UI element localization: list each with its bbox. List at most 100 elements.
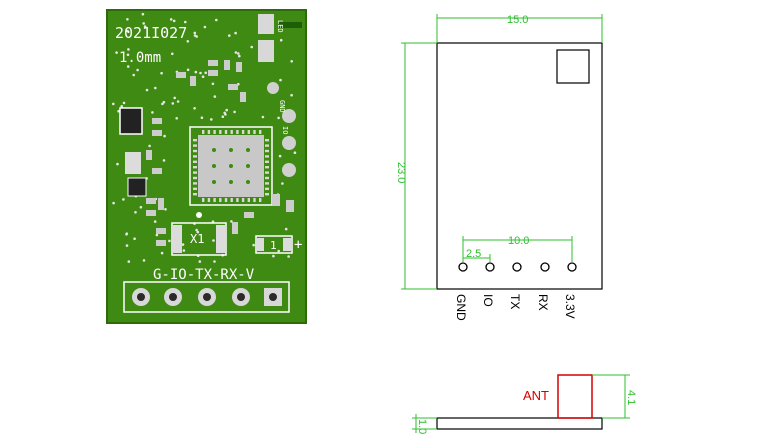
- via: [213, 95, 217, 98]
- via: [181, 243, 185, 246]
- via: [112, 102, 115, 106]
- chip-pin: [265, 144, 269, 147]
- inductor-left: [119, 107, 143, 135]
- pin-label-io: IO: [481, 294, 495, 307]
- via: [162, 100, 166, 104]
- pin-header-label: G-IO-TX-RX-V: [153, 267, 255, 283]
- led-pad-1: [256, 238, 264, 251]
- chip-pin: [202, 198, 205, 202]
- via: [142, 22, 145, 25]
- via: [186, 40, 190, 43]
- via: [200, 116, 204, 119]
- pcb-board: LED 2021I027 1.0mm GND IO: [106, 9, 307, 324]
- via: [212, 239, 215, 242]
- via: [195, 228, 198, 232]
- antenna-pad-1: [258, 14, 274, 34]
- via: [213, 260, 216, 263]
- chip-pin: [193, 139, 197, 142]
- chip-pin: [219, 198, 222, 202]
- chip-pins: [193, 130, 269, 202]
- chip-pin: [265, 193, 269, 196]
- chip-pin: [207, 130, 211, 134]
- chip-pin: [193, 160, 197, 163]
- pin1-marker: [196, 212, 202, 218]
- chip-pin: [241, 130, 245, 134]
- chip-pin: [193, 193, 197, 196]
- via: [198, 260, 202, 263]
- pin-hole-tx: [512, 262, 522, 272]
- via: [172, 19, 176, 23]
- chip-pin: [193, 166, 197, 169]
- pcb-thickness: 1.0mm: [119, 50, 161, 66]
- led-plus-label: +: [294, 237, 302, 253]
- passive-cluster-right: [156, 194, 294, 246]
- pin-span-dim-label: 10.0: [508, 235, 529, 247]
- via: [127, 48, 130, 51]
- chip-pin: [265, 166, 269, 169]
- via: [221, 115, 225, 118]
- side-mark-gnd: GND: [278, 100, 286, 113]
- via: [203, 25, 207, 29]
- via: [132, 73, 135, 77]
- chip-thermal-vias: [212, 148, 250, 184]
- via: [171, 102, 175, 105]
- via: [234, 31, 237, 35]
- via: [278, 154, 282, 158]
- height-dim-label: 23.0: [395, 162, 407, 183]
- via: [250, 45, 253, 49]
- test-pad-2: [282, 109, 296, 123]
- chip-pin: [253, 198, 256, 202]
- via: [261, 115, 265, 119]
- crystal-pad-right: [216, 225, 226, 253]
- chip-pin: [253, 130, 256, 134]
- via: [136, 68, 139, 72]
- pin-holes: [458, 262, 577, 272]
- chip-pin: [265, 182, 269, 185]
- chip-pin: [193, 155, 197, 158]
- via: [160, 71, 163, 75]
- chip-pin: [241, 198, 245, 202]
- via: [116, 162, 119, 166]
- test-pad-1: [267, 82, 279, 94]
- via: [186, 68, 190, 72]
- via: [193, 34, 197, 37]
- pin-hole-rx: [540, 262, 550, 272]
- via: [233, 110, 236, 114]
- side-board-outline: [436, 417, 603, 430]
- via: [234, 51, 238, 54]
- component-left: [127, 177, 147, 197]
- via: [112, 201, 115, 205]
- via: [154, 86, 157, 90]
- via: [125, 244, 129, 247]
- via: [184, 20, 187, 24]
- via: [290, 93, 293, 97]
- via: [145, 88, 149, 92]
- chip-pin: [202, 130, 205, 134]
- pin-hole-3v3: [567, 262, 577, 272]
- module-outline: [436, 42, 603, 290]
- pin-label-tx: TX: [508, 294, 522, 309]
- chip-pin: [265, 155, 269, 158]
- antenna-footprint: [556, 49, 590, 84]
- chip-pin: [193, 187, 197, 190]
- chip-pin: [193, 149, 197, 153]
- antenna-label: ANT: [523, 388, 549, 403]
- chip-pin: [213, 198, 216, 202]
- via: [151, 111, 154, 114]
- via: [204, 71, 207, 75]
- via: [223, 111, 226, 115]
- chip-pin: [259, 198, 262, 202]
- chip-pin: [236, 130, 239, 134]
- chip-pin: [193, 176, 197, 180]
- via: [161, 102, 164, 106]
- pin-header-holes: [132, 288, 282, 306]
- capacitor-left: [125, 152, 141, 174]
- chip-pin: [265, 187, 269, 190]
- via: [252, 243, 255, 247]
- side-mark-io: IO: [281, 126, 289, 134]
- via: [182, 249, 186, 252]
- via: [127, 260, 131, 263]
- chip-pin: [265, 149, 269, 153]
- pcb-date-code: 2021I027: [115, 24, 187, 42]
